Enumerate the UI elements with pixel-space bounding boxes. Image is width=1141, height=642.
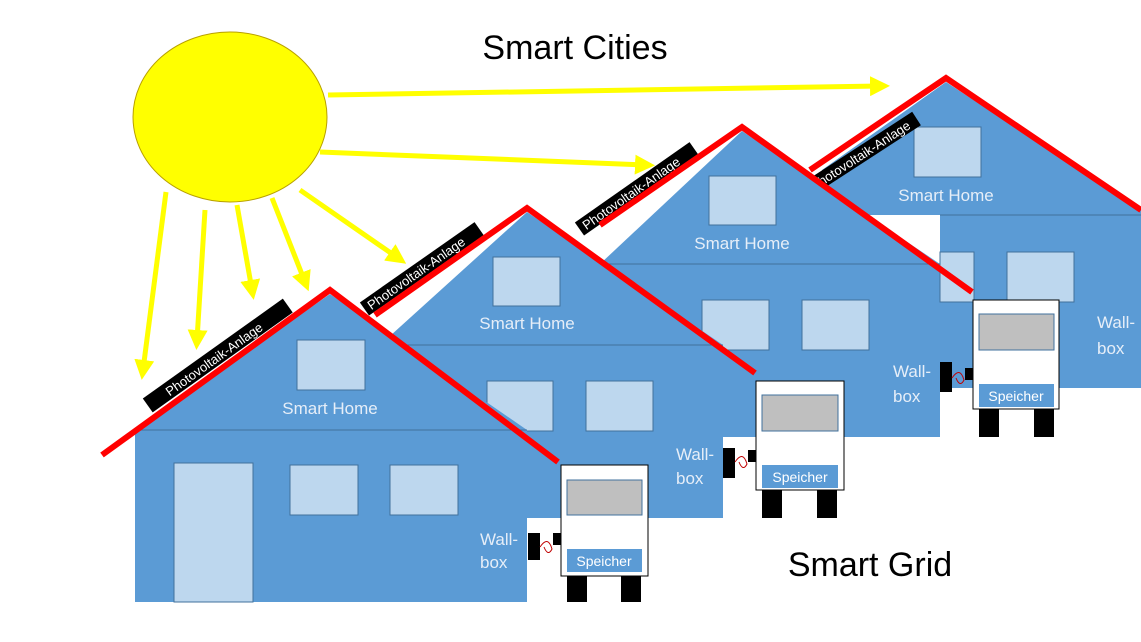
house-3: Smart Home Wall- box Photovoltaik-Anlage… <box>574 123 1060 437</box>
window <box>492 256 561 307</box>
house-label: Smart Home <box>479 314 574 333</box>
storage-badge <box>979 384 1054 407</box>
electric-car: Speicher <box>940 299 1060 437</box>
wallbox-label: Wall- <box>480 530 518 549</box>
window <box>913 126 982 178</box>
wallbox-label: Wall- <box>1097 313 1135 332</box>
house-label: Smart Home <box>694 234 789 253</box>
roof <box>100 286 560 465</box>
window <box>389 464 459 516</box>
house-label: Smart Home <box>898 186 993 205</box>
door <box>173 462 254 603</box>
wheel <box>1034 409 1054 437</box>
wallbox <box>528 533 540 560</box>
electric-car: Speicher <box>723 380 845 518</box>
svg-text:Speicher: Speicher <box>576 553 632 569</box>
wallbox-label: Wall- <box>893 362 931 381</box>
svg-text:Speicher: Speicher <box>988 388 1044 404</box>
window <box>708 175 777 226</box>
wallbox-label: box <box>893 387 921 406</box>
wallbox <box>723 448 735 478</box>
svg-text:Speicher: Speicher <box>772 469 828 485</box>
roof <box>808 74 1141 213</box>
sunlight-arrows <box>134 76 890 380</box>
roof <box>598 123 974 295</box>
wallbox-label: Wall- <box>676 445 714 464</box>
electric-car: Speicher <box>528 464 649 602</box>
house-1: Smart Home Wall- box Photovoltaik-Anlage… <box>100 286 649 603</box>
window <box>801 299 870 351</box>
sun-icon <box>132 31 328 203</box>
wallbox <box>940 362 952 392</box>
window <box>585 380 654 432</box>
wallbox-label: box <box>1097 339 1125 358</box>
window <box>1006 251 1075 303</box>
wallbox-label: box <box>676 469 704 488</box>
roof <box>373 204 757 376</box>
wheel <box>979 409 999 437</box>
window <box>289 464 359 516</box>
window <box>296 339 366 391</box>
house-label: Smart Home <box>282 399 377 418</box>
wallbox-label: box <box>480 553 508 572</box>
title: Smart Cities <box>482 29 667 67</box>
house-2: Smart Home Wall- box Photovoltaik-Anlage… <box>359 204 845 518</box>
charging-cable <box>951 372 965 384</box>
subtitle: Smart Grid <box>788 546 952 584</box>
